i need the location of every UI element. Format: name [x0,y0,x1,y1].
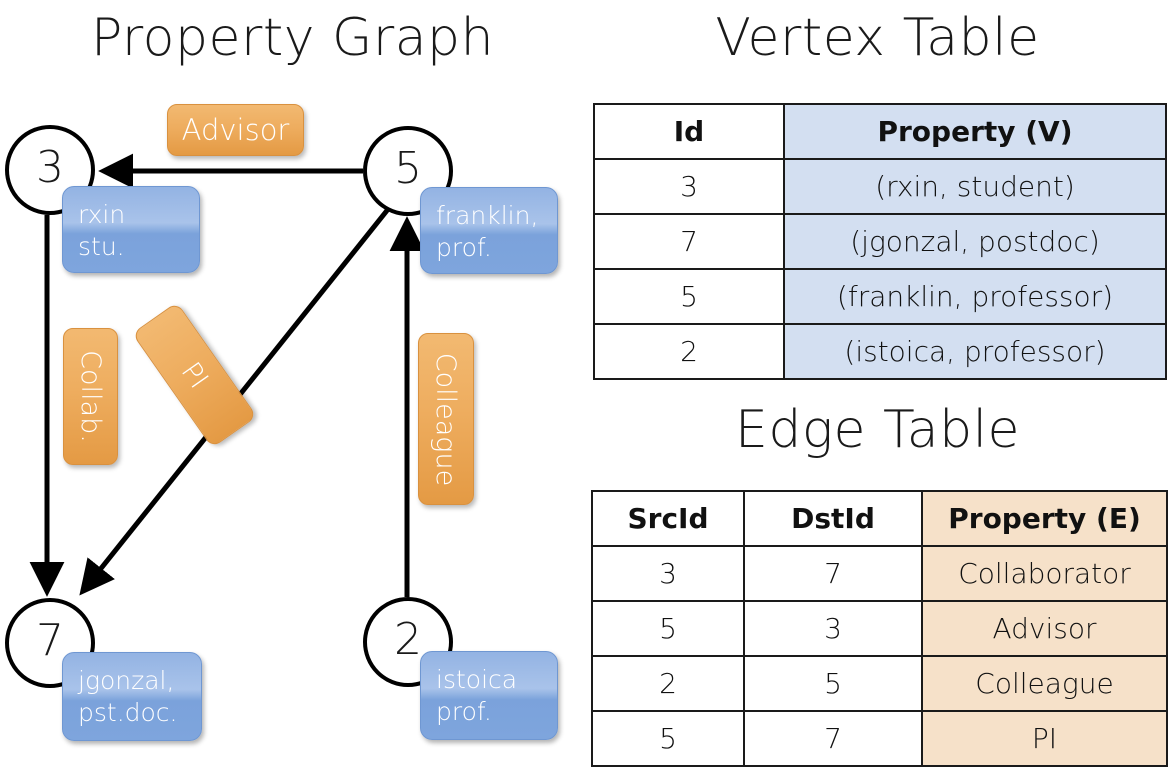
page-title-vertex-table: Vertex Table [715,8,1040,68]
node-property-line: prof. [436,233,492,262]
edge-label-pi-text: PI [174,356,215,394]
property-graph-diagram: 3 5 7 2 rxin stu. franklin, prof. jgonza… [0,0,585,760]
edge-cell-property: PI [921,710,1168,767]
edge-cell-srcid: 3 [591,545,745,602]
node-property-line: jgonzal, [78,666,175,695]
node-property-box-3[interactable]: rxin stu. [62,186,200,273]
table-row[interactable]: 3 7 Collaborator [591,545,1168,602]
vertex-table-header-row: Id Property (V) [593,103,1167,160]
table-row[interactable]: 5 7 PI [591,710,1168,767]
page-title-property-graph: Property Graph [90,8,495,68]
node-property-line: franklin, [436,201,539,230]
table-row[interactable]: 7 (jgonzal, postdoc) [593,213,1167,270]
node-property-line: rxin [78,200,126,229]
edge-label-collab-text: Collab. [75,350,106,443]
vertex-table-header-property: Property (V) [783,103,1167,160]
graph-node-5[interactable]: 5 [363,126,453,216]
edge-label-colleague[interactable]: Colleague [418,333,474,505]
edge-table-header-srcid: SrcId [591,490,745,547]
node-property-line: pst.doc. [78,698,178,727]
node-property-line: istoica [436,665,518,694]
node-property-box-5[interactable]: franklin, prof. [420,187,558,274]
vertex-cell-property: (franklin, professor) [783,268,1167,325]
edge-cell-property: Collaborator [921,545,1168,602]
edge-cell-srcid: 2 [591,655,745,712]
edge-table-header-property: Property (E) [921,490,1168,547]
vertex-cell-property: (istoica, professor) [783,323,1167,380]
node-property-line: prof. [436,697,492,726]
edge-cell-dstid: 5 [743,655,923,712]
edge-cell-srcid: 5 [591,600,745,657]
edge-label-advisor[interactable]: Advisor [167,104,304,156]
table-row[interactable]: 5 3 Advisor [591,600,1168,657]
edge-cell-property: Colleague [921,655,1168,712]
edge-label-collab[interactable]: Collab. [63,328,118,465]
graph-node-3-label: 3 [36,142,64,193]
graph-node-7-label: 7 [36,615,64,666]
vertex-cell-property: (rxin, student) [783,158,1167,215]
edge-cell-srcid: 5 [591,710,745,767]
page-title-edge-table: Edge Table [734,400,1021,460]
graph-node-5-label: 5 [394,143,422,194]
node-property-line: stu. [78,232,125,261]
edge-table: SrcId DstId Property (E) 3 7 Collaborato… [591,490,1168,767]
edge-table-header-row: SrcId DstId Property (E) [591,490,1168,547]
edge-label-advisor-text: Advisor [181,113,290,147]
edge-table-header-dstid: DstId [743,490,923,547]
edge-label-colleague-text: Colleague [430,352,462,486]
table-row[interactable]: 5 (franklin, professor) [593,268,1167,325]
edge-cell-dstid: 7 [743,545,923,602]
table-row[interactable]: 2 (istoica, professor) [593,323,1167,380]
edge-cell-dstid: 7 [743,710,923,767]
vertex-cell-id: 5 [593,268,785,325]
vertex-cell-property: (jgonzal, postdoc) [783,213,1167,270]
vertex-table: Id Property (V) 3 (rxin, student) 7 (jgo… [593,103,1167,380]
table-row[interactable]: 2 5 Colleague [591,655,1168,712]
vertex-cell-id: 2 [593,323,785,380]
table-row[interactable]: 3 (rxin, student) [593,158,1167,215]
vertex-cell-id: 3 [593,158,785,215]
graph-node-2[interactable]: 2 [363,597,453,687]
graph-node-2-label: 2 [394,614,422,665]
node-property-box-7[interactable]: jgonzal, pst.doc. [62,652,202,741]
vertex-table-header-id: Id [593,103,785,160]
node-property-box-2[interactable]: istoica prof. [420,651,558,740]
edge-cell-dstid: 3 [743,600,923,657]
vertex-cell-id: 7 [593,213,785,270]
edge-cell-property: Advisor [921,600,1168,657]
